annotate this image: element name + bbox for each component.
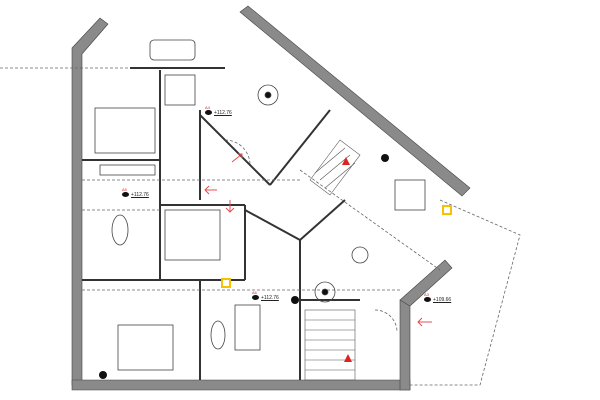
level-code: A4 <box>205 105 210 110</box>
level-marker-icon <box>252 295 259 300</box>
level-elevation: +112.76 <box>131 192 149 198</box>
level-marker-a3: A3 +109.66 <box>424 292 451 303</box>
interior-walls <box>82 67 360 380</box>
stair-arrow <box>342 157 352 362</box>
level-elevation: +112.76 <box>261 295 279 301</box>
direction-arrows <box>204 153 432 327</box>
marker-yellow-2 <box>442 205 452 215</box>
dashed-lines <box>0 67 521 386</box>
level-marker-icon <box>122 192 129 197</box>
level-elevation: +112.76 <box>214 110 232 116</box>
level-marker-icon <box>205 110 212 115</box>
level-marker-a4: A4 +112.76 <box>205 105 232 116</box>
level-marker-a5: A5 +112.76 <box>122 187 149 198</box>
level-elevation: +109.66 <box>433 297 452 303</box>
outer-walls <box>71 5 471 391</box>
level-code: A5 <box>122 187 127 192</box>
marker-yellow-1 <box>221 278 231 288</box>
level-marker-icon <box>424 297 431 302</box>
furniture <box>94 39 426 371</box>
plants <box>99 154 389 379</box>
level-code: A3 <box>424 292 429 297</box>
level-code: A6 <box>252 290 257 295</box>
level-marker-a6: A6 +112.76 <box>252 290 279 301</box>
stairs <box>304 139 361 381</box>
